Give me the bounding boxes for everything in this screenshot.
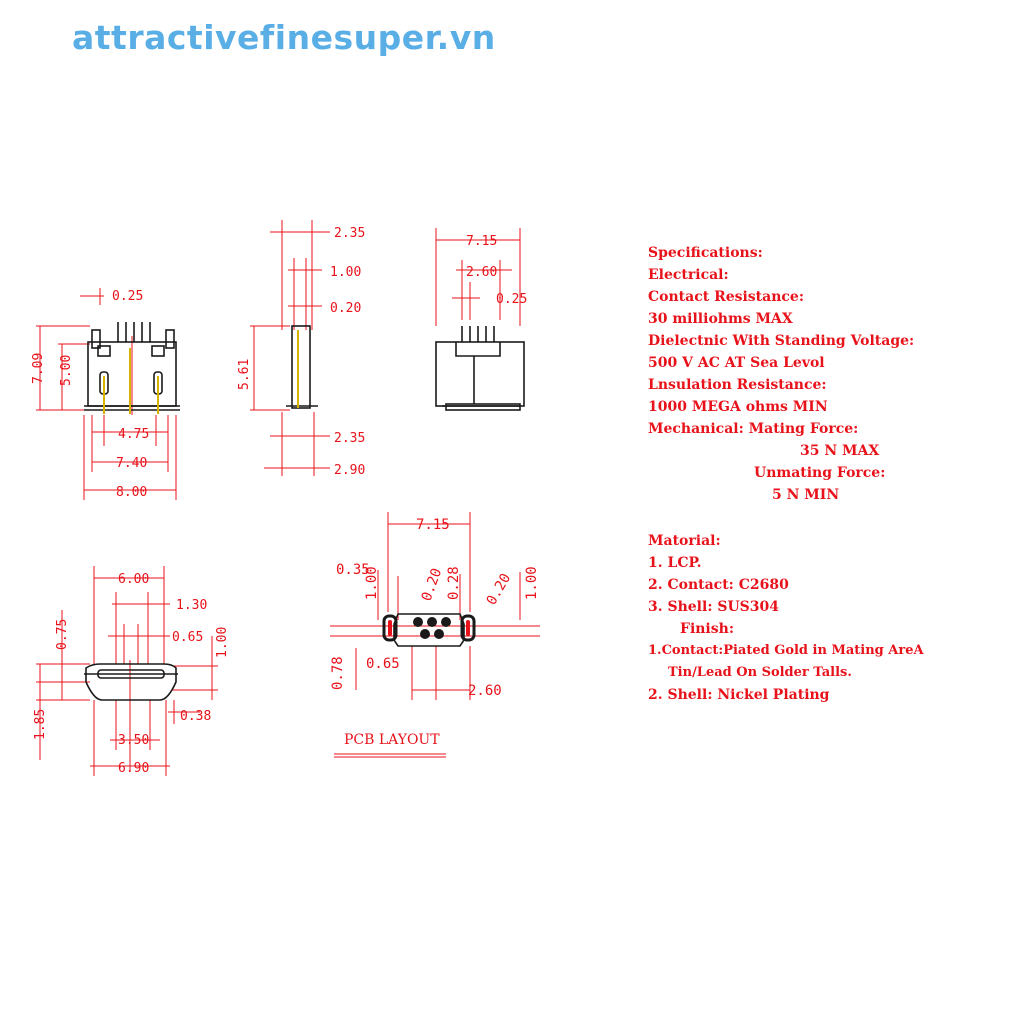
material-heading: Matorial: <box>648 533 721 549</box>
dim-label: 8.00 <box>116 485 147 500</box>
spec-heading: Specifications: <box>648 245 763 261</box>
dim-label: 0.75 <box>55 619 70 650</box>
finish-heading: Finish: <box>680 621 734 637</box>
dim-label: 7.40 <box>116 456 147 471</box>
end-view-dims: 6.00 1.30 0.75 0.65 1.00 1.85 0.38 3.50 … <box>33 572 230 776</box>
finish-item: 1.Contact:Piated Gold in Mating AreA <box>648 643 924 658</box>
spec-dielectric-value: 500 V AC AT Sea Levol <box>648 355 825 371</box>
dim-label: 2.60 <box>468 683 502 699</box>
pcb-layout-title: PCB LAYOUT <box>344 732 440 748</box>
dim-label: 0.20 <box>330 301 361 316</box>
dim-label: 0.20 <box>484 571 515 608</box>
dim-label: 0.65 <box>172 630 203 645</box>
material-item: 3. Shell: SUS304 <box>648 599 780 615</box>
spec-mating-value: 35 N MAX <box>800 443 880 459</box>
specifications-block: Specifications: Electrical: Contact Resi… <box>648 242 924 706</box>
dim-label: 1.30 <box>176 598 207 613</box>
dim-label: 0.25 <box>496 292 527 307</box>
dim-label: 1.00 <box>330 265 361 280</box>
dim-label: 5.00 <box>59 355 74 386</box>
finish-item: Tin/Lead On Solder Talls. <box>668 665 852 680</box>
dim-label: 0.65 <box>366 656 400 672</box>
dim-label: 6.00 <box>118 572 149 587</box>
spec-mating-force: Mechanical: Mating Force: <box>648 421 859 437</box>
spec-dielectric-label: Dielectnic With Standing Voltage: <box>648 333 915 349</box>
dim-label: 2.60 <box>466 265 497 280</box>
dim-label: 2.90 <box>334 463 365 478</box>
pcb-pads <box>382 614 476 642</box>
dim-label: 0.25 <box>112 289 143 304</box>
dim-label: 7.15 <box>416 517 450 533</box>
spec-insulation-label: Lnsulation Resistance: <box>648 377 827 393</box>
dim-label: 2.35 <box>334 226 365 241</box>
contact-pins <box>103 330 299 414</box>
dim-label: 1.00 <box>524 566 540 600</box>
material-item: 1. LCP. <box>648 555 702 571</box>
dim-label: 1.85 <box>33 709 48 740</box>
spec-unmating-value: 5 N MIN <box>772 487 840 503</box>
side-view-dims: 2.35 1.00 0.20 5.61 2.35 2.90 <box>237 226 365 478</box>
dim-label: 6.90 <box>118 761 149 776</box>
dim-label: 0.28 <box>446 566 462 600</box>
material-item: 2. Contact: C2680 <box>648 577 789 593</box>
dim-label: 0.78 <box>330 656 346 690</box>
spec-contact-resistance-label: Contact Resistance: <box>648 289 805 305</box>
part-outlines <box>84 322 525 701</box>
front-view-dims: 0.25 7.09 5.00 4.75 7.40 8.00 <box>31 289 149 500</box>
dim-label: 5.61 <box>237 359 252 390</box>
back-view-dims: 7.15 2.60 0.25 <box>466 234 527 307</box>
dimension-lines <box>36 220 540 776</box>
watermark-text: attractivefinesuper.vn <box>72 18 496 57</box>
spec-insulation-value: 1000 MEGA ohms MIN <box>648 399 828 415</box>
dim-label: 2.35 <box>334 431 365 446</box>
dim-label: 7.09 <box>31 353 46 384</box>
dim-label: 0.38 <box>180 709 211 724</box>
dim-label: 1.00 <box>364 566 380 600</box>
finish-item: 2. Shell: Nickel Plating <box>648 687 830 703</box>
dim-label: 0.35 <box>336 562 370 578</box>
spec-unmating-label: Unmating Force: <box>754 465 886 481</box>
dim-label: 3.50 <box>118 733 149 748</box>
spec-contact-resistance-value: 30 milliohms MAX <box>648 311 793 327</box>
dim-label: 0.20 <box>419 566 446 603</box>
spec-electrical: Electrical: <box>648 267 729 283</box>
dim-label: 7.15 <box>466 234 497 249</box>
dim-label: 1.00 <box>215 627 230 658</box>
dim-label: 4.75 <box>118 427 149 442</box>
